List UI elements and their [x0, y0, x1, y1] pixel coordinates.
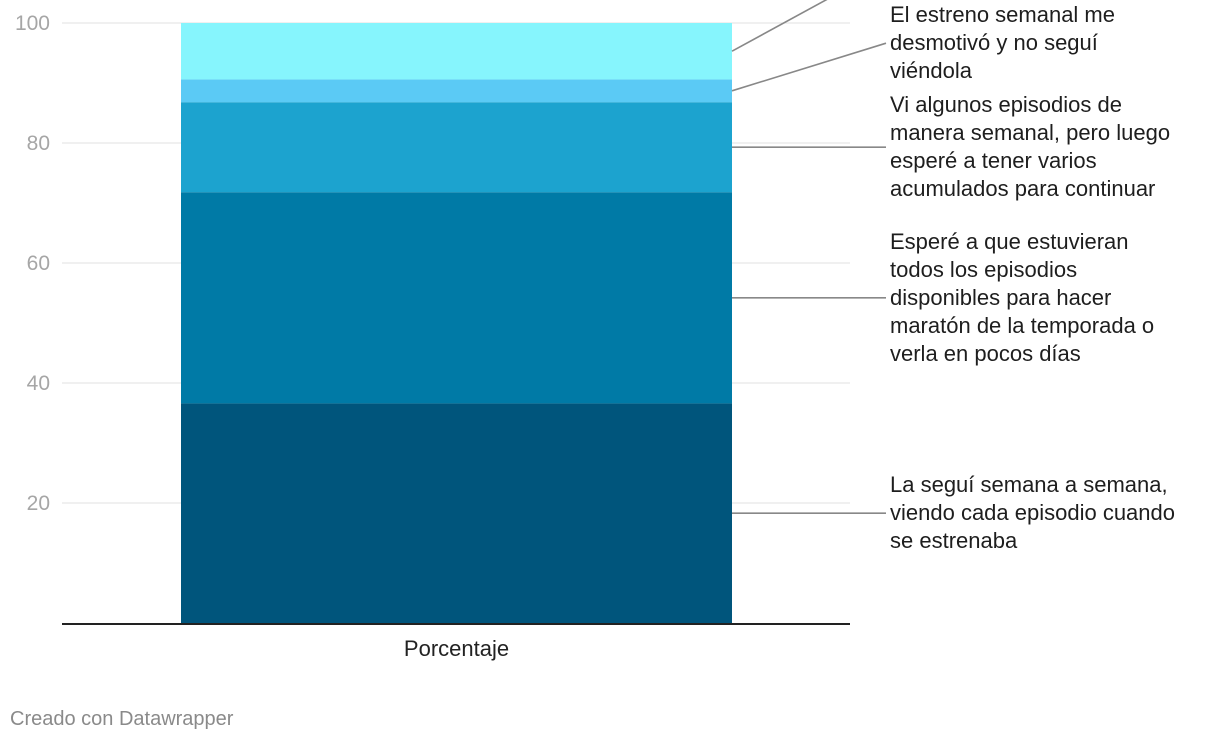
series-label-3: Vi algunos episodios de manera semanal, p…	[890, 92, 1170, 201]
leader-line-5	[731, 0, 828, 52]
series-label-line: verla en pocos días	[890, 341, 1081, 366]
bar-segment-5	[181, 23, 732, 80]
series-label-line: La seguí semana a semana,	[890, 472, 1168, 497]
series-label-line: viéndola	[890, 58, 973, 83]
series-label-4: El estreno semanal me desmotivó y no segu…	[890, 2, 1115, 83]
series-label-line: El estreno semanal me	[890, 2, 1115, 27]
series-label-line: todos los episodios	[890, 257, 1077, 282]
series-label-2: Esperé a que estuvieran todos los episodi…	[890, 229, 1154, 366]
credit-text: Creado con Datawrapper	[10, 708, 234, 730]
series-label-line: se estrenaba	[890, 528, 1018, 553]
series-label-line: esperé a tener varios	[890, 148, 1097, 173]
y-tick-label: 60	[27, 252, 50, 275]
bar-segment-2	[181, 192, 732, 404]
series-label-line: acumulados para continuar	[890, 176, 1155, 201]
series-label-line: desmotivó y no seguí	[890, 30, 1098, 55]
series-label-line: Vi algunos episodios de	[890, 92, 1122, 117]
bar-segment-1	[181, 403, 732, 623]
y-tick-label: 20	[27, 492, 50, 515]
series-label-1: La seguí semana a semana, viendo cada epi…	[890, 472, 1175, 553]
series-label-line: manera semanal, pero luego	[890, 120, 1170, 145]
leader-line-4	[731, 42, 887, 92]
bar-segment-4	[181, 79, 732, 103]
x-category-label: Porcentaje	[404, 636, 509, 661]
series-label-line: disponibles para hacer	[890, 285, 1111, 310]
bar-segment-3	[181, 102, 732, 193]
series-label-line: maratón de la temporada o	[890, 313, 1154, 338]
y-tick-label: 40	[27, 372, 50, 395]
series-label-line: Esperé a que estuvieran	[890, 229, 1129, 254]
y-tick-label: 100	[15, 12, 50, 35]
series-label-line: viendo cada episodio cuando	[890, 500, 1175, 525]
y-tick-label: 80	[27, 132, 50, 155]
